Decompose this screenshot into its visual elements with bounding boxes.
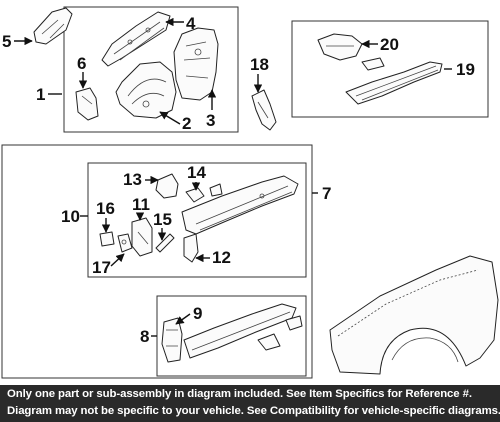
part-20-bracket: [317, 33, 363, 61]
callout-12: 12: [195, 248, 231, 267]
svg-text:15: 15: [153, 210, 172, 229]
callout-15: 15: [153, 210, 172, 241]
svg-text:20: 20: [380, 35, 399, 54]
svg-text:2: 2: [182, 114, 191, 133]
callout-5: 5: [2, 32, 33, 51]
callout-20: 20: [361, 35, 399, 54]
part-2-wheelhouse: [115, 61, 177, 119]
callout-7: 7: [312, 184, 331, 203]
svg-text:10: 10: [61, 207, 80, 226]
svg-text:3: 3: [206, 111, 215, 130]
callout-13: 13: [123, 170, 159, 189]
callout-8: 8: [140, 327, 157, 346]
callout-19: 19: [444, 60, 475, 79]
disclaimer-line-1: Only one part or sub-assembly in diagram…: [7, 388, 472, 400]
callout-4: 4: [165, 14, 196, 33]
part-17-plate: [117, 233, 133, 253]
callout-6: 6: [77, 54, 88, 89]
box-rail-subgroup: [87, 162, 307, 278]
part-15-pin: [155, 233, 175, 253]
part-18-bracket: [251, 89, 277, 131]
part-11-plate: [131, 217, 153, 257]
svg-text:7: 7: [322, 184, 331, 203]
callout-11: 11: [132, 195, 150, 221]
box-frame-group: [1, 144, 313, 379]
callout-1: 1: [36, 85, 62, 104]
svg-text:19: 19: [456, 60, 475, 79]
part-6-bracket: [75, 87, 99, 121]
svg-text:5: 5: [2, 32, 11, 51]
part-9-rail-extension: [183, 303, 303, 359]
svg-text:14: 14: [187, 163, 206, 182]
callout-17: 17: [92, 253, 125, 277]
part-8-plate: [161, 317, 183, 363]
disclaimer-line-2: Diagram may not be specific to your vehi…: [7, 405, 500, 417]
part-4-reinforcement: [101, 11, 171, 67]
callout-18: 18: [250, 55, 269, 93]
parts-diagram: 1 2 3 4 5 6 7 8 9 10 11 12: [1, 6, 499, 379]
svg-text:1: 1: [36, 85, 45, 104]
svg-text:4: 4: [186, 14, 196, 33]
part-13-bracket: [155, 173, 179, 199]
svg-text:18: 18: [250, 55, 269, 74]
callout-2: 2: [159, 111, 191, 133]
part-3-apron: [173, 27, 219, 101]
svg-text:16: 16: [96, 199, 115, 218]
svg-text:6: 6: [77, 54, 86, 73]
svg-text:9: 9: [193, 304, 202, 323]
svg-text:11: 11: [132, 195, 150, 214]
part-16-plate: [99, 231, 115, 247]
box-rail-group-right: [291, 20, 489, 118]
callout-10: 10: [61, 207, 88, 226]
disclaimer-banner: Only one part or sub-assembly in diagram…: [0, 385, 500, 422]
svg-text:17: 17: [92, 258, 111, 277]
callout-16: 16: [96, 199, 115, 233]
part-19-rail: [345, 57, 443, 105]
part-12-bracket: [183, 233, 199, 263]
callout-3: 3: [206, 89, 217, 130]
box-upper-apron-group: [63, 6, 239, 133]
svg-text:13: 13: [123, 170, 142, 189]
callout-9: 9: [175, 304, 202, 325]
part-7-frame-rail: [181, 175, 299, 235]
part-5-bracket: [33, 7, 73, 45]
callout-14: 14: [187, 163, 206, 191]
svg-text:8: 8: [140, 327, 149, 346]
fender-panel: [329, 255, 499, 375]
svg-text:12: 12: [212, 248, 231, 267]
